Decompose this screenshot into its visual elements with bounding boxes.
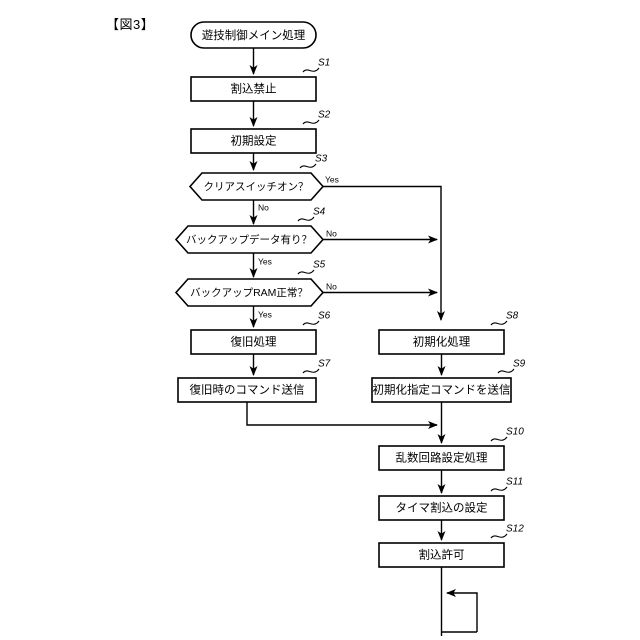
node-start: 遊技制御メイン処理 xyxy=(190,21,317,49)
step-label-s5: S5 xyxy=(313,260,326,271)
branch-label-s5-no: No xyxy=(326,281,337,291)
step-label-s6: S6 xyxy=(318,311,331,322)
node-s6-label: 復旧処理 xyxy=(231,335,277,349)
edge-s3-yes-to-s8 xyxy=(323,185,445,321)
node-s5: バックアップRAM正常？ xyxy=(174,278,325,307)
step-label-s9: S9 xyxy=(513,359,526,370)
node-s12: 割込許可 xyxy=(378,542,505,568)
node-s3: クリアスイッチオン？ xyxy=(188,172,325,201)
edge-s7-to-s10-trunk xyxy=(246,402,438,429)
branch-label-s3-no: No xyxy=(258,202,269,212)
figure-label: 【図3】 xyxy=(106,17,155,32)
node-s1-label: 割込禁止 xyxy=(231,82,277,96)
node-s2: 初期設定 xyxy=(190,128,317,154)
step-label-s4: S4 xyxy=(313,207,326,218)
node-s10: 乱数回路設定処理 xyxy=(378,445,505,471)
node-s10-label: 乱数回路設定処理 xyxy=(396,451,488,465)
node-s7: 復旧時のコマンド送信 xyxy=(177,377,317,403)
node-s7-label: 復旧時のコマンド送信 xyxy=(190,383,305,397)
step-label-s10: S10 xyxy=(506,427,524,438)
node-s11: タイマ割込の設定 xyxy=(378,495,505,521)
step-label-s3: S3 xyxy=(315,154,328,165)
step-label-s11: S11 xyxy=(506,477,523,488)
step-label-s12: S12 xyxy=(506,524,524,535)
node-s3-label: クリアスイッチオン？ xyxy=(204,181,309,193)
node-s11-label: タイマ割込の設定 xyxy=(396,501,488,515)
node-s2-label: 初期設定 xyxy=(231,134,277,148)
node-s8-label: 初期化処理 xyxy=(413,335,471,349)
node-s4-label: バックアップデータ有り？ xyxy=(186,233,312,246)
step-label-s7: S7 xyxy=(318,359,331,370)
branch-label-s4-yes: Yes xyxy=(258,256,272,266)
node-s8: 初期化処理 xyxy=(378,329,505,355)
node-s4: バックアップデータ有り？ xyxy=(174,225,325,254)
node-start-label: 遊技制御メイン処理 xyxy=(202,28,306,42)
step-label-s1: S1 xyxy=(318,58,330,69)
step-label-s2: S2 xyxy=(318,110,331,121)
node-s1: 割込禁止 xyxy=(190,76,317,102)
branch-label-s4-no: No xyxy=(326,228,337,238)
node-s12-label: 割込許可 xyxy=(419,548,465,562)
node-s5-label: バックアップRAM正常？ xyxy=(190,286,308,299)
branch-label-s3-yes: Yes xyxy=(325,174,339,184)
step-label-s8: S8 xyxy=(506,311,519,322)
node-s9-label: 初期化指定コマンドを送信 xyxy=(373,383,511,397)
branch-label-s5-yes: Yes xyxy=(258,309,272,319)
node-s9: 初期化指定コマンドを送信 xyxy=(371,377,512,403)
edge-loop-back xyxy=(446,589,478,632)
node-s6: 復旧処理 xyxy=(190,329,317,355)
